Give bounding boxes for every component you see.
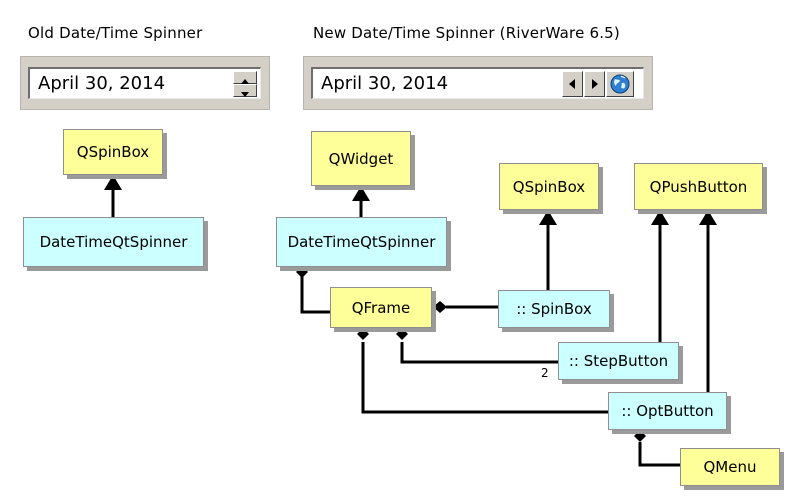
spin-up-button[interactable] [233,71,257,84]
new-qwidget-inheritance-arrow [352,186,370,217]
qframe-class: QFrame [330,287,432,328]
globe-icon [610,74,630,94]
qframe-spinbox-composition [433,301,498,313]
old-qspinbox-class: QSpinBox [63,129,163,175]
old-spinner-field[interactable]: April 30, 2014 [28,67,261,99]
qpushbutton-class: QPushButton [634,163,763,210]
new-spinner-heading: New Date/Time Spinner (RiverWare 6.5) [313,24,620,42]
new-spinner-value: April 30, 2014 [321,73,449,94]
datetime-qframe-composition [296,266,330,314]
old-inheritance-arrow [104,175,122,217]
qframe-stepbutton-composition [396,328,558,364]
new-datetimeqtspinner-class: DateTimeQtSpinner [276,217,447,267]
optbutton-inheritance-arrow [699,210,717,392]
spinbox-class: :: SpinBox [498,290,610,328]
spin-down-button[interactable] [233,84,257,97]
old-spinner-heading: Old Date/Time Spinner [28,24,203,42]
qframe-optbutton-composition [357,328,608,414]
options-button[interactable] [606,71,634,97]
qmenu-class: QMenu [680,448,780,486]
step-back-button[interactable] [562,71,583,97]
optbutton-class: :: OptButton [608,392,727,430]
optbutton-qmenu-composition [634,430,680,467]
stepbutton-inheritance-arrow [651,210,669,342]
stepbutton-class: :: StepButton [558,342,679,380]
old-datetimeqtspinner-class: DateTimeQtSpinner [23,217,204,267]
stepbutton-multiplicity: 2 [541,366,549,380]
new-date-time-spinner: April 30, 2014 [303,56,653,110]
qwidget-class: QWidget [311,131,411,186]
old-date-time-spinner: April 30, 2014 [20,56,270,110]
spinbox-inheritance-arrow [539,210,557,290]
step-forward-button[interactable] [584,71,605,97]
qspinbox-class: QSpinBox [499,163,599,210]
new-spinner-field[interactable]: April 30, 2014 [311,67,644,99]
spin-down-icon [241,92,249,97]
step-back-icon [569,79,575,89]
spin-up-icon [241,79,249,84]
old-spinner-value: April 30, 2014 [38,73,166,94]
step-forward-icon [592,79,598,89]
